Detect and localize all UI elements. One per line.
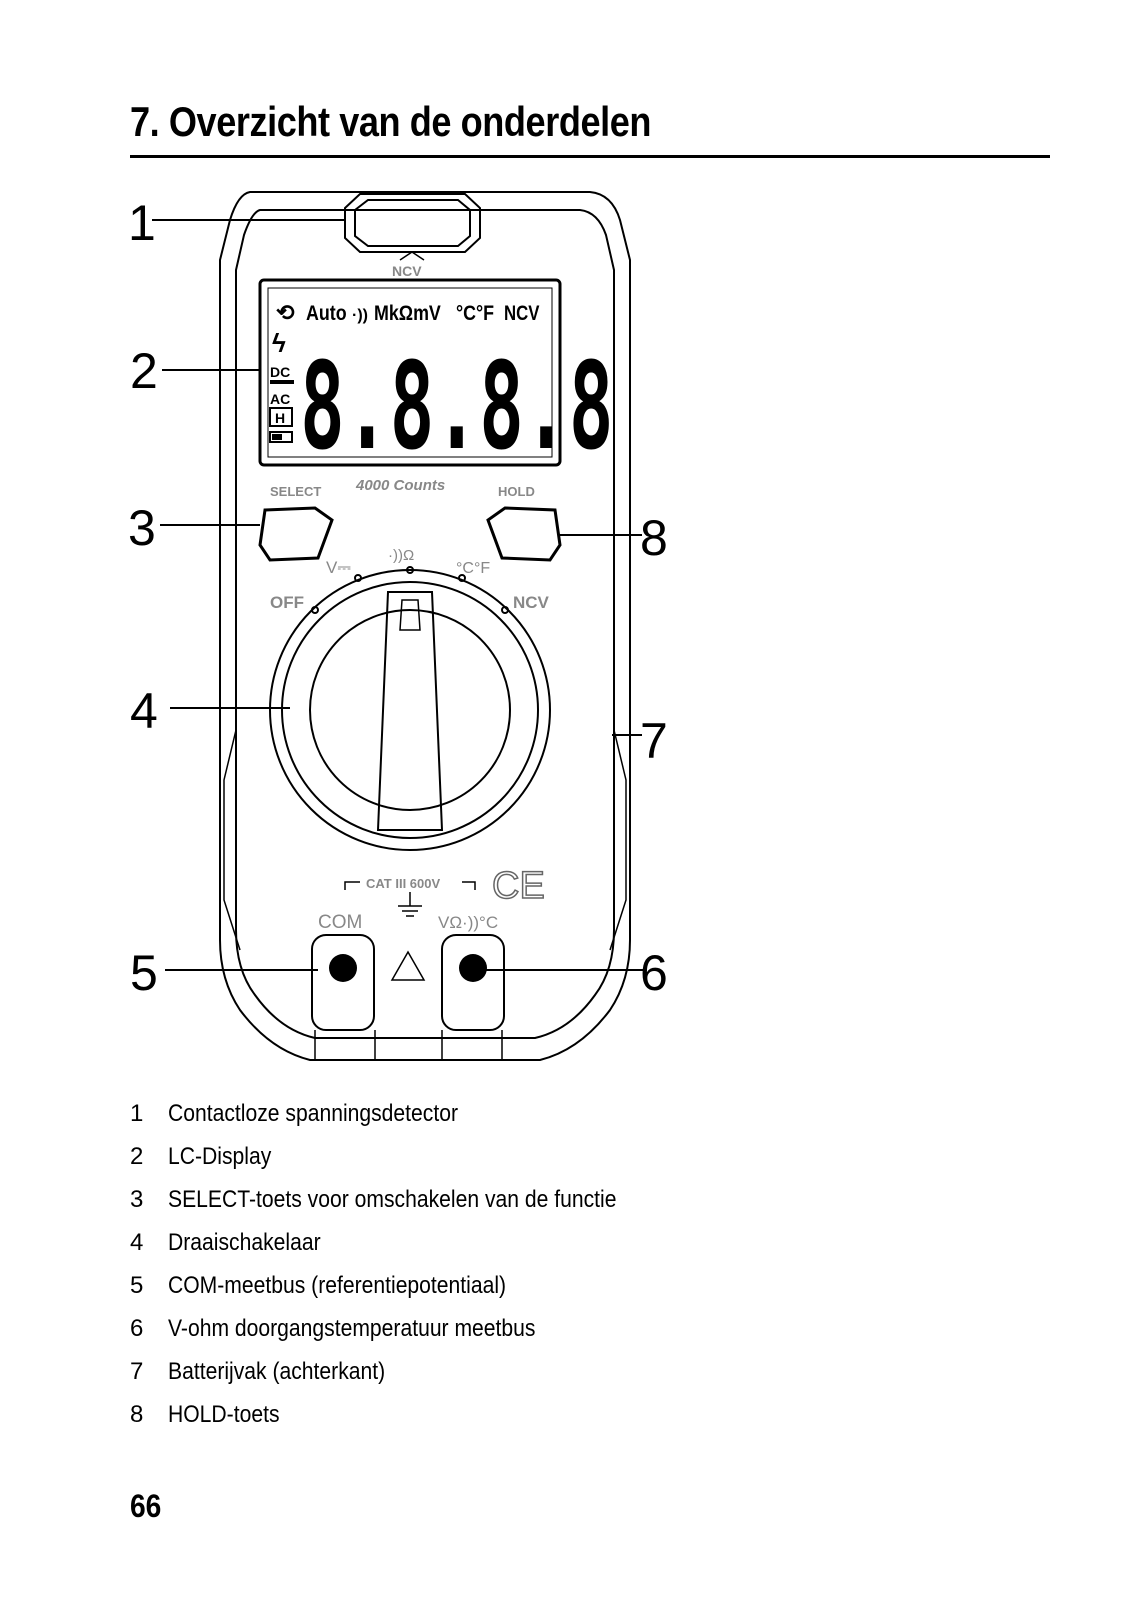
lcd-digits: 8.8.8.8 xyxy=(300,336,614,477)
dial-middle xyxy=(281,581,539,839)
housing-inner xyxy=(235,209,615,1039)
hold-button-shape xyxy=(486,506,562,562)
dial-label-v: V⎓ xyxy=(326,558,351,577)
com-jack-housing xyxy=(311,934,375,1031)
callout-8: 8 xyxy=(640,510,668,566)
dial-outer xyxy=(269,569,551,851)
v-label: VΩ·))°C xyxy=(438,913,498,932)
battery-icon xyxy=(269,431,293,443)
cat-rating: CAT III 600V xyxy=(366,876,441,891)
lcd-auto: Auto xyxy=(306,302,347,326)
ncv-top-label: NCV xyxy=(392,263,422,279)
hold-label: HOLD xyxy=(498,484,535,499)
lcd-frame xyxy=(258,278,562,467)
com-label: COM xyxy=(318,912,362,933)
multimeter-drawing: 1 2 3 4 5 6 7 8 NCV 4000 Counts SELECT H… xyxy=(128,191,668,1061)
lcd-beep-icon: ·)) xyxy=(352,307,368,324)
v-jack-housing xyxy=(441,934,505,1031)
title-rule xyxy=(130,155,1050,158)
lcd-dc-bar xyxy=(270,380,294,384)
ncv-sensor xyxy=(344,193,481,253)
dial-label-ncv: NCV xyxy=(513,593,550,612)
lcd-ncv: NCV xyxy=(504,302,540,325)
dial-pointer xyxy=(376,591,444,831)
callout-4: 4 xyxy=(130,683,158,739)
dial-label-ohm: ·))Ω xyxy=(388,547,414,564)
dial-inner xyxy=(309,609,511,811)
dial-label-off: OFF xyxy=(270,593,304,612)
select-label: SELECT xyxy=(270,484,321,499)
callout-7: 7 xyxy=(640,713,668,769)
ce-mark: CE xyxy=(492,865,545,907)
lcd-hold-box xyxy=(269,407,293,427)
lcd-icon-auto-power: ⟲ xyxy=(276,300,295,325)
callout-5: 5 xyxy=(130,945,158,1001)
select-button-shape xyxy=(258,506,334,562)
lcd-dc: DC xyxy=(270,364,290,380)
callout-2: 2 xyxy=(130,343,158,399)
lcd-units: MkΩmV xyxy=(374,302,441,326)
page-number: 66 xyxy=(130,1488,162,1524)
page-title: 7. Overzicht van de onderdelen xyxy=(130,98,652,145)
multimeter-figure: 1 2 3 4 5 6 7 8 NCV 4000 Counts SELECT H… xyxy=(120,180,700,1080)
callout-6: 6 xyxy=(640,945,668,1001)
housing-outline xyxy=(219,191,631,1061)
lcd-temp-units: °C°F xyxy=(456,302,494,326)
warning-triangle xyxy=(390,950,426,981)
callout-3: 3 xyxy=(128,500,156,556)
callout-1: 1 xyxy=(128,195,156,251)
lcd-bolt-icon: ϟ xyxy=(272,328,286,358)
lcd-ac: AC xyxy=(270,391,290,407)
counts-label: 4000 Counts xyxy=(355,477,445,494)
lcd-hold: H xyxy=(275,410,285,426)
dial-label-temp: °C°F xyxy=(456,560,490,577)
